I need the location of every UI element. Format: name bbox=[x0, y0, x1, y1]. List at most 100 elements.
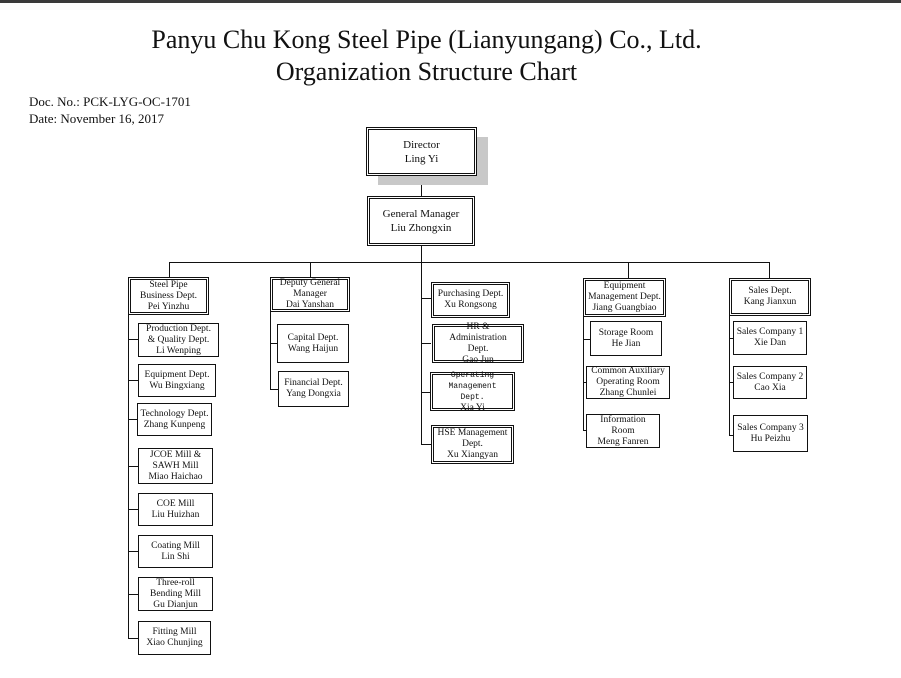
connector bbox=[128, 339, 138, 340]
node-title-line: SAWH Mill bbox=[152, 460, 199, 471]
node-person: Ling Yi bbox=[404, 152, 439, 165]
node-equipment-dept[interactable]: Equipment Dept. Wu Bingxiang bbox=[138, 364, 216, 397]
node-title-line: Steel Pipe bbox=[149, 279, 188, 290]
node-jcoe-sawh-mill[interactable]: JCOE Mill & SAWH Mill Miao Haichao bbox=[138, 448, 213, 484]
window-top-bar bbox=[0, 0, 901, 3]
node-title-line: & Quality Dept. bbox=[147, 334, 210, 345]
node-information-room[interactable]: Information Room Meng Fanren bbox=[586, 414, 660, 448]
node-sales-company-1[interactable]: Sales Company 1 Xie Dan bbox=[733, 321, 807, 355]
node-capital-dept[interactable]: Capital Dept. Wang Haijun bbox=[277, 324, 349, 363]
connector bbox=[270, 310, 271, 390]
node-title-line: Sales Dept. bbox=[748, 286, 792, 296]
connector bbox=[128, 419, 138, 420]
connector bbox=[128, 380, 138, 381]
connector bbox=[128, 466, 138, 467]
node-title-line: Equipment bbox=[603, 281, 646, 291]
node-title: Director bbox=[403, 138, 440, 151]
node-title-line: Financial Dept. bbox=[284, 378, 343, 388]
document-date: Date: November 16, 2017 bbox=[29, 111, 165, 126]
node-title-line: Sales Company 3 bbox=[737, 422, 804, 433]
node-person: Xie Dan bbox=[754, 338, 786, 348]
connector bbox=[128, 638, 138, 639]
connector bbox=[769, 262, 770, 278]
node-title-line: Fitting Mill bbox=[152, 627, 197, 637]
node-title-line: Coating Mill bbox=[151, 540, 200, 551]
node-person: Jiang Guangbiao bbox=[592, 303, 657, 313]
node-equipment-management-dept[interactable]: Equipment Management Dept. Jiang Guangbi… bbox=[583, 278, 666, 317]
node-sales-company-3[interactable]: Sales Company 3 Hu Peizhu bbox=[733, 415, 808, 452]
node-title-line: Storage Room bbox=[598, 327, 654, 338]
node-person: Yang Dongxia bbox=[286, 389, 341, 399]
node-title-line: Management Dept. bbox=[448, 381, 497, 402]
node-title-line: JCOE Mill & bbox=[149, 449, 202, 460]
node-director[interactable]: Director Ling Yi bbox=[366, 127, 477, 176]
connector bbox=[729, 316, 730, 436]
node-person: Xiao Chunjing bbox=[146, 638, 203, 648]
connector bbox=[421, 175, 422, 197]
node-title-line: Manager bbox=[293, 289, 327, 299]
node-title-line: Dept. bbox=[467, 343, 489, 354]
connector bbox=[169, 262, 170, 278]
company-title: Panyu Chu Kong Steel Pipe (Lianyungang) … bbox=[151, 25, 702, 54]
node-person: Cao Xia bbox=[754, 382, 786, 393]
connector bbox=[729, 435, 734, 436]
connector bbox=[270, 343, 278, 344]
node-deputy-general-manager[interactable]: Deputy General Manager Dai Yanshan bbox=[270, 277, 350, 312]
connector bbox=[583, 339, 591, 340]
node-purchasing-dept[interactable]: Purchasing Dept. Xu Rongsong bbox=[431, 282, 510, 318]
node-title-line: Common Auxiliary bbox=[591, 366, 665, 376]
node-coe-mill[interactable]: COE Mill Liu Huizhan bbox=[138, 493, 213, 526]
connector bbox=[128, 509, 138, 510]
node-person: Miao Haichao bbox=[148, 471, 203, 482]
node-title-line: Three-roll bbox=[156, 577, 195, 588]
connector bbox=[421, 392, 431, 393]
connector bbox=[421, 444, 431, 445]
connector bbox=[421, 298, 431, 299]
node-technology-dept[interactable]: Technology Dept. Zhang Kunpeng bbox=[137, 403, 212, 436]
node-title-line: Sales Company 2 bbox=[736, 371, 804, 382]
node-financial-dept[interactable]: Financial Dept. Yang Dongxia bbox=[278, 371, 349, 407]
connector bbox=[128, 594, 138, 595]
connector bbox=[583, 316, 584, 431]
node-hse-management-dept[interactable]: HSE Management Dept. Xu Xiangyan bbox=[431, 425, 514, 464]
chart-title: Organization Structure Chart bbox=[275, 57, 578, 86]
node-three-roll-bending-mill[interactable]: Three-roll Bending Mill Gu Dianjun bbox=[138, 577, 213, 611]
node-sales-company-2[interactable]: Sales Company 2 Cao Xia bbox=[733, 366, 807, 399]
connector bbox=[583, 382, 588, 383]
node-person: Lin Shi bbox=[161, 551, 190, 562]
node-title-line: Operating bbox=[450, 370, 495, 380]
node-production-quality-dept[interactable]: Production Dept. & Quality Dept. Li Wenp… bbox=[138, 323, 219, 357]
node-operating-management-dept[interactable]: Operating Management Dept. Xia Yi bbox=[430, 370, 515, 413]
node-title-line: Capital Dept. bbox=[287, 332, 339, 343]
connector bbox=[270, 389, 278, 390]
node-title-line: Information Room bbox=[600, 414, 646, 436]
node-common-auxiliary-operating-room[interactable]: Common Auxiliary Operating Room Zhang Ch… bbox=[586, 366, 670, 399]
connector bbox=[729, 338, 734, 339]
node-fitting-mill[interactable]: Fitting Mill Xiao Chunjing bbox=[138, 621, 211, 655]
node-hr-administration-dept[interactable]: HR & Administration Dept. Gao Jun bbox=[432, 321, 524, 365]
node-title-line: Bending Mill bbox=[150, 588, 201, 599]
connector bbox=[169, 262, 770, 263]
node-title-line: HR & Administration bbox=[449, 321, 507, 343]
connector bbox=[583, 430, 588, 431]
connector bbox=[128, 314, 129, 639]
node-title-line: Business Dept. bbox=[140, 290, 197, 301]
node-title-line: Deputy General bbox=[279, 278, 341, 288]
node-title-line: Operating Room bbox=[596, 377, 660, 387]
node-sales-dept[interactable]: Sales Dept. Kang Jianxun bbox=[729, 278, 811, 316]
node-title-line: Production Dept. bbox=[146, 323, 211, 334]
node-person: Kang Jianxun bbox=[743, 297, 797, 307]
node-general-manager[interactable]: General Manager Liu Zhongxin bbox=[367, 196, 475, 246]
node-title-line: Management Dept. bbox=[588, 292, 661, 302]
document-number: Doc. No.: PCK-LYG-OC-1701 bbox=[29, 94, 191, 109]
node-person: Wang Haijun bbox=[287, 343, 339, 354]
connector bbox=[729, 382, 734, 383]
node-person: Wu Bingxiang bbox=[149, 380, 205, 391]
node-coating-mill[interactable]: Coating Mill Lin Shi bbox=[138, 535, 213, 568]
node-steel-pipe-business-dept[interactable]: Steel Pipe Business Dept. Pei Yinzhu bbox=[128, 277, 209, 315]
node-person: He Jian bbox=[611, 338, 641, 349]
node-person: Liu Zhongxin bbox=[390, 222, 452, 234]
node-title-line: Sales Company 1 bbox=[736, 327, 804, 337]
node-storage-room[interactable]: Storage Room He Jian bbox=[590, 321, 662, 356]
node-title-line: Equipment Dept. bbox=[144, 369, 210, 380]
